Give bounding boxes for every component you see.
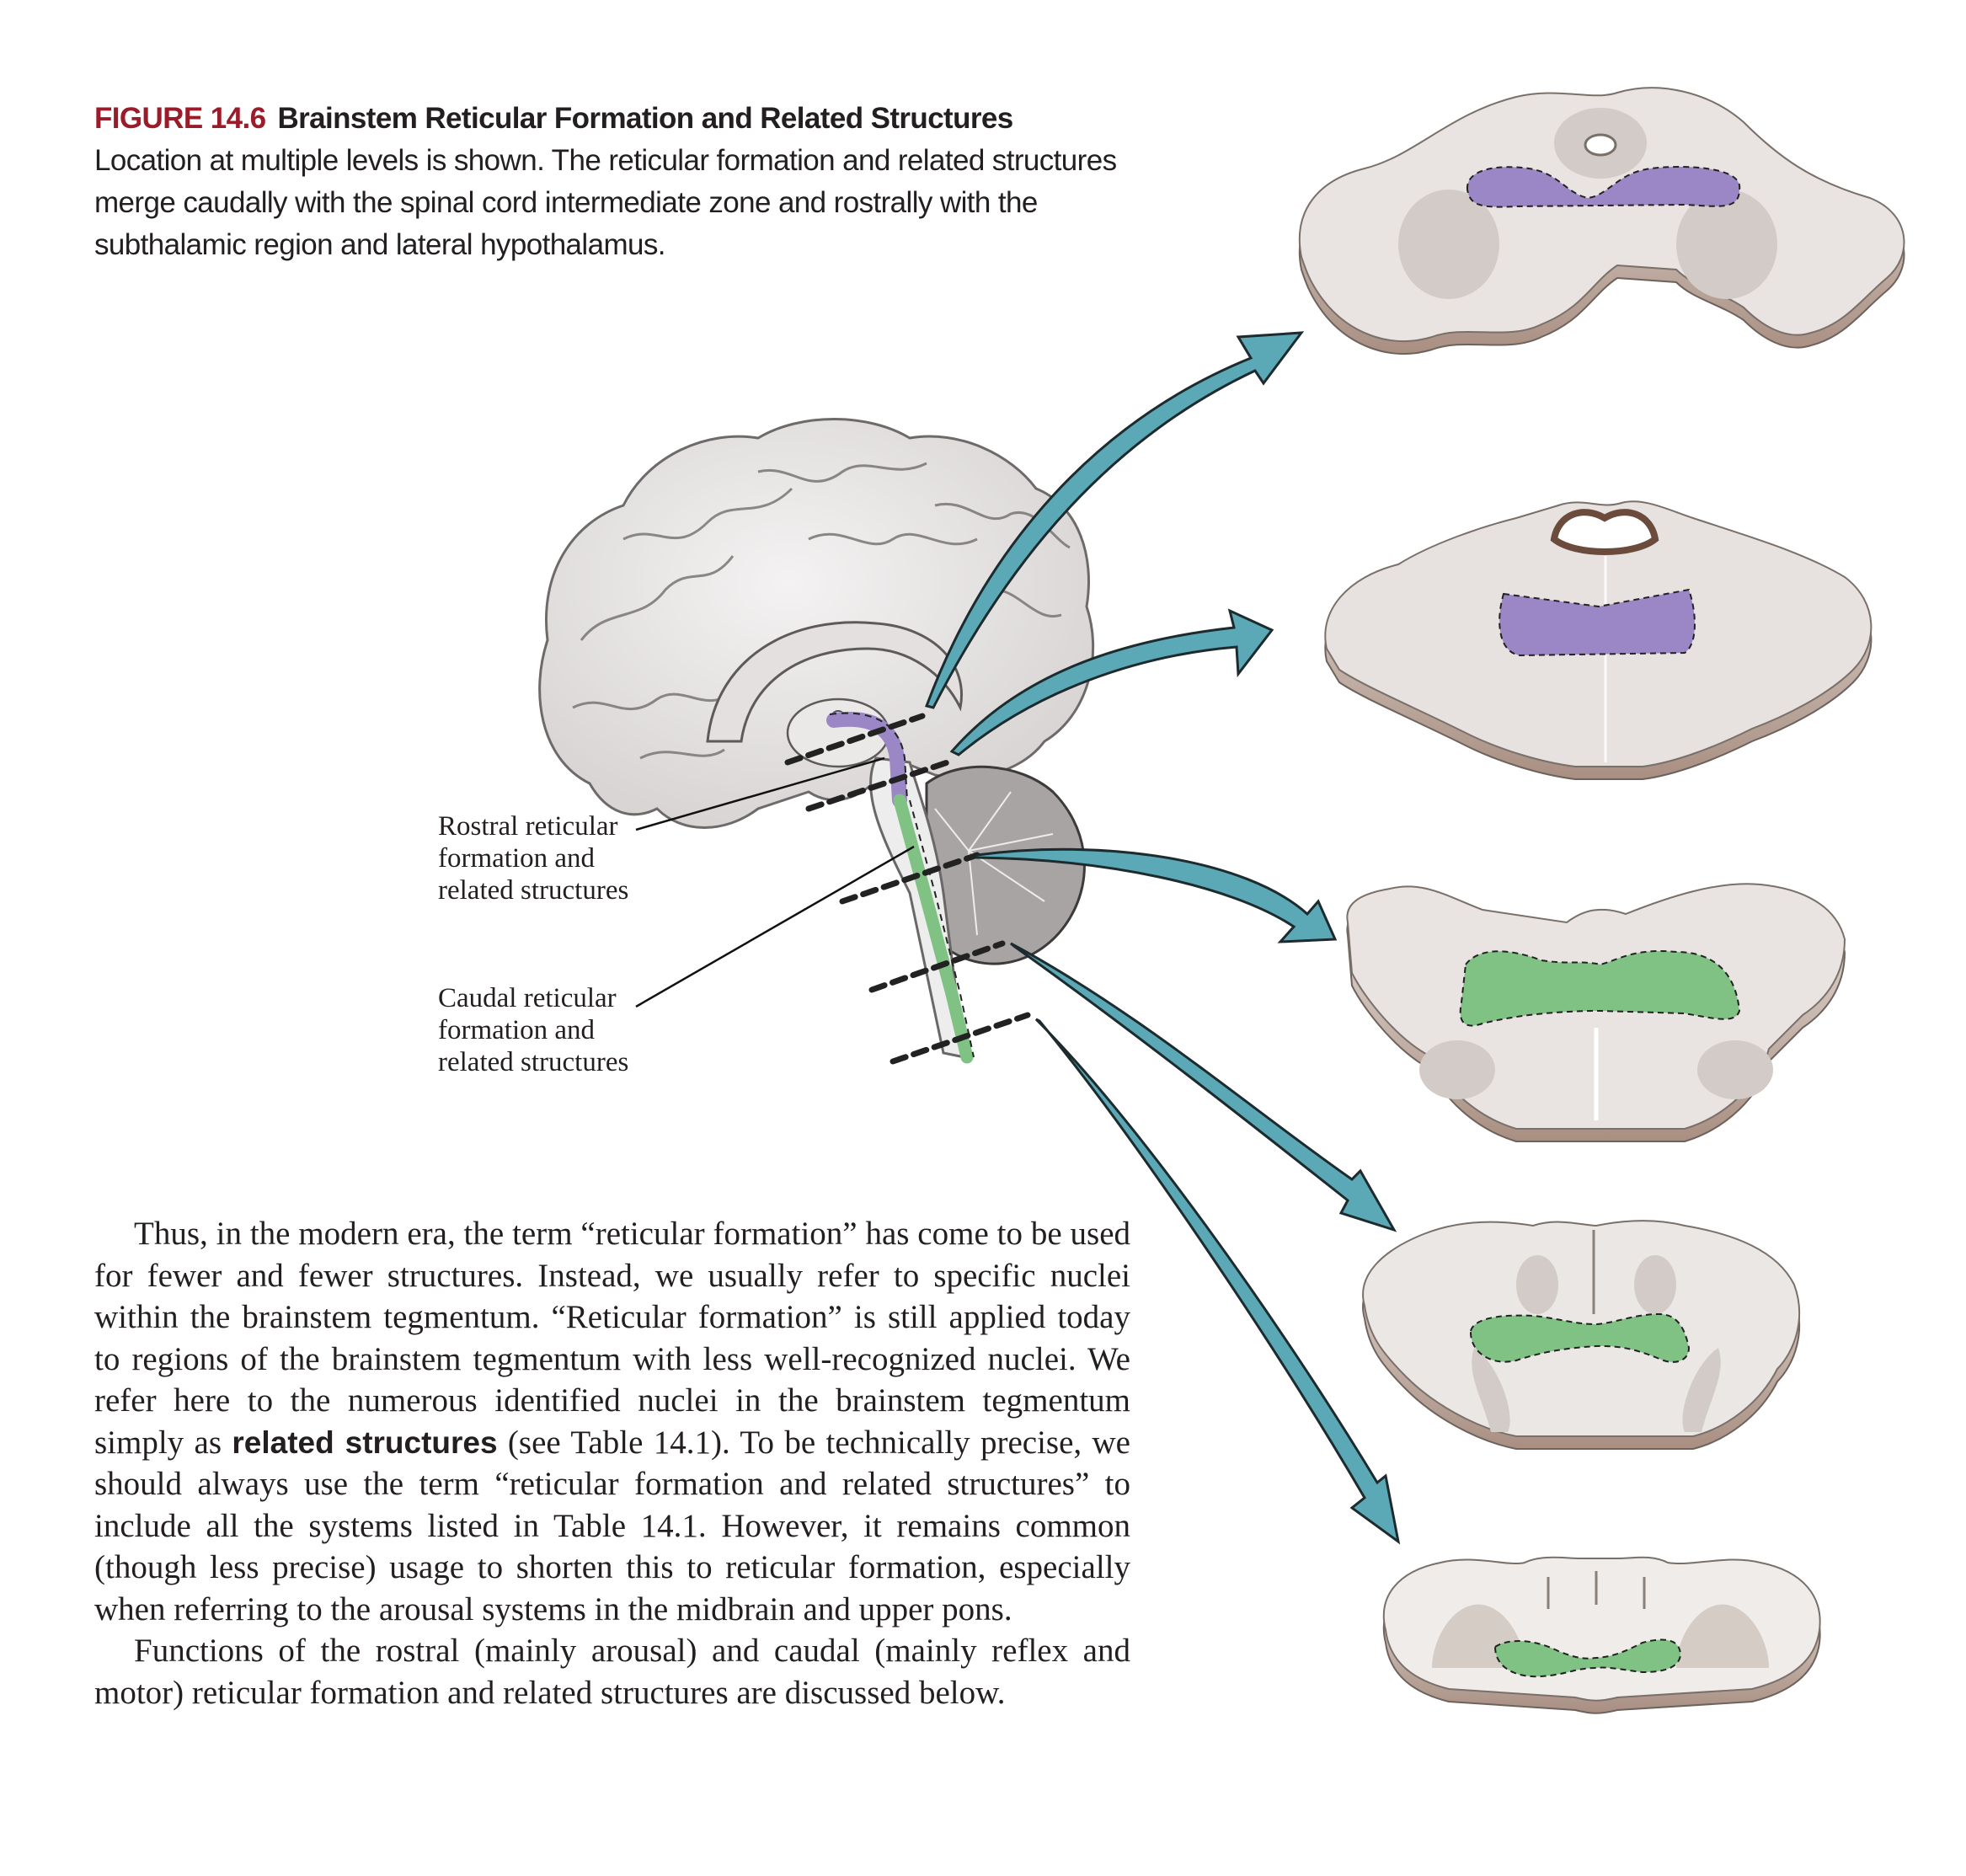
rostral-highlight-midbrain [1466, 166, 1741, 208]
section-medulla [1362, 1220, 1801, 1450]
arrow-to-medulla [1010, 942, 1397, 1232]
corpus-callosum [706, 621, 963, 743]
paragraph-1-text: Thus, in the modern era, the term “retic… [94, 1216, 1130, 1461]
section-midbrain [1298, 87, 1905, 355]
arrow-to-caudal-medulla [1034, 1018, 1401, 1545]
caudal-label-line: formation and [438, 1015, 596, 1045]
rostral-highlight-upper-pons [1499, 588, 1696, 657]
figure-number: FIGURE 14.6 [94, 102, 266, 135]
rostral-leader-line [635, 756, 885, 831]
arrow-to-upper-pons [949, 608, 1274, 756]
caudal-highlight-lower-pons [1459, 950, 1741, 1027]
arrow-to-lower-pons [975, 847, 1338, 943]
caudal-label: Caudal reticular formation and related s… [438, 982, 628, 1078]
arrows [925, 331, 1401, 1545]
figure-title: Brainstem Reticular Formation and Relate… [277, 102, 1013, 135]
brainstem [869, 756, 966, 1059]
section-lower-pons [1346, 883, 1846, 1142]
rostral-highlight-path [826, 711, 907, 808]
section-level-lines [784, 713, 1031, 1065]
caudal-label-line: Caudal reticular [438, 983, 617, 1013]
caudal-label-line: related structures [438, 1047, 629, 1077]
rostral-label-line: formation and [438, 843, 596, 874]
sagittal-brain [538, 418, 1095, 1065]
body-text: Thus, in the modern era, the term “retic… [94, 1213, 1130, 1713]
key-term-related-structures: related structures [232, 1424, 498, 1460]
rostral-label-line: related structures [438, 875, 629, 906]
paragraph-1: Thus, in the modern era, the term “retic… [94, 1213, 1130, 1630]
section-caudal-medulla [1382, 1556, 1821, 1714]
figure-caption: FIGURE 14.6 Brainstem Reticular Formation… [94, 98, 1130, 266]
paragraph-2: Functions of the rostral (mainly arousal… [94, 1633, 1130, 1711]
caudal-leader-line [635, 845, 915, 1008]
caudal-highlight-caudal-medulla [1493, 1638, 1682, 1678]
caudal-highlight-medulla [1469, 1312, 1691, 1363]
figure-caption-text: Location at multiple levels is shown. Th… [94, 144, 1117, 261]
arrow-to-midbrain [925, 331, 1305, 709]
paragraph-1-text-continued: (see Table 14.1). To be technically prec… [94, 1424, 1130, 1627]
rostral-label: Rostral reticular formation and related … [438, 810, 628, 906]
rostral-label-line: Rostral reticular [438, 811, 618, 842]
section-upper-pons [1324, 500, 1873, 780]
